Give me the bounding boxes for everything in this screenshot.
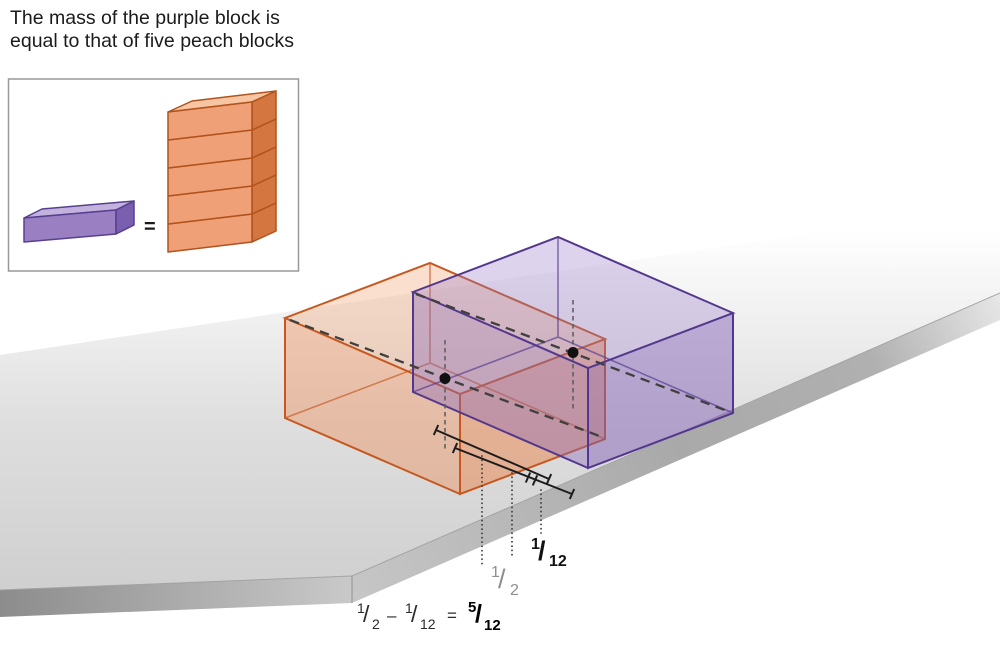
equation-b-denominator: 12 [420,616,436,632]
half-slash: / [498,564,506,594]
equation-b-slash: / [411,601,418,627]
dimension-double-tick [524,472,532,483]
dimension-tick [432,424,440,436]
purple-block-end-face [588,313,733,468]
orange-com-dot [439,373,451,384]
dimension-double-tick [531,474,539,486]
table [0,205,1000,617]
twelfth-numerator: 1 [531,536,540,553]
equation-b-numerator: 1 [405,600,413,616]
dimension-tick [545,473,553,485]
peach-brick-front [167,101,253,141]
caption-line-2: equal to that of five peach blocks [10,30,294,52]
purple-block-edges [410,235,736,470]
label-twelfth-fraction: 1 / 12 [531,536,567,570]
equation-a-denominator: 2 [372,616,380,632]
equation-a-numerator: 1 [357,600,365,616]
legend-purple-block [23,200,135,243]
table-side-left [0,576,352,617]
equation-a-slash: / [363,601,370,627]
dimension-lines [432,424,576,500]
equation: 1 / 2 – 1 / 12 = 5 / 12 [357,599,501,634]
orange-block-side-face [285,318,460,494]
equation-result-numerator: 5 [468,599,476,616]
table-top-surface [0,205,1000,590]
purple-com-dot [567,347,579,358]
legend-purple-end-face [115,200,135,235]
twelfth-slash: / [538,536,546,566]
equation-minus-sign: – [387,606,397,625]
caption-line-1: The mass of the purple block is [10,7,280,29]
label-half-fraction: 1 / 2 [491,564,519,599]
leader-lines [481,455,542,567]
orange-block-edges [282,261,608,496]
purple-block-side-face [413,292,588,468]
peach-brick [167,90,277,141]
dimension-line-half [435,429,550,480]
half-numerator: 1 [491,564,500,581]
legend-peach-stack [167,90,277,253]
equation-result-denominator: 12 [484,617,501,634]
peach-brick [167,202,277,253]
equation-equals-sign: = [447,606,457,625]
orange-block-hidden-edges [284,263,606,440]
dimension-tick [568,488,576,500]
table-side-right [352,293,1000,603]
center-of-mass-construction [289,292,731,452]
half-denominator: 2 [510,582,519,599]
dimension-line-remainder [454,447,573,495]
equation-result-slash: / [475,600,482,628]
purple-block-hidden-edges [412,237,734,414]
legend-equals-sign: = [144,216,156,238]
twelfth-denominator: 12 [549,553,567,570]
caption: The mass of the purple block is equal to… [10,7,294,52]
legend: = [7,78,300,272]
orange-block-top-face [285,263,605,394]
dimension-tick [451,442,459,454]
